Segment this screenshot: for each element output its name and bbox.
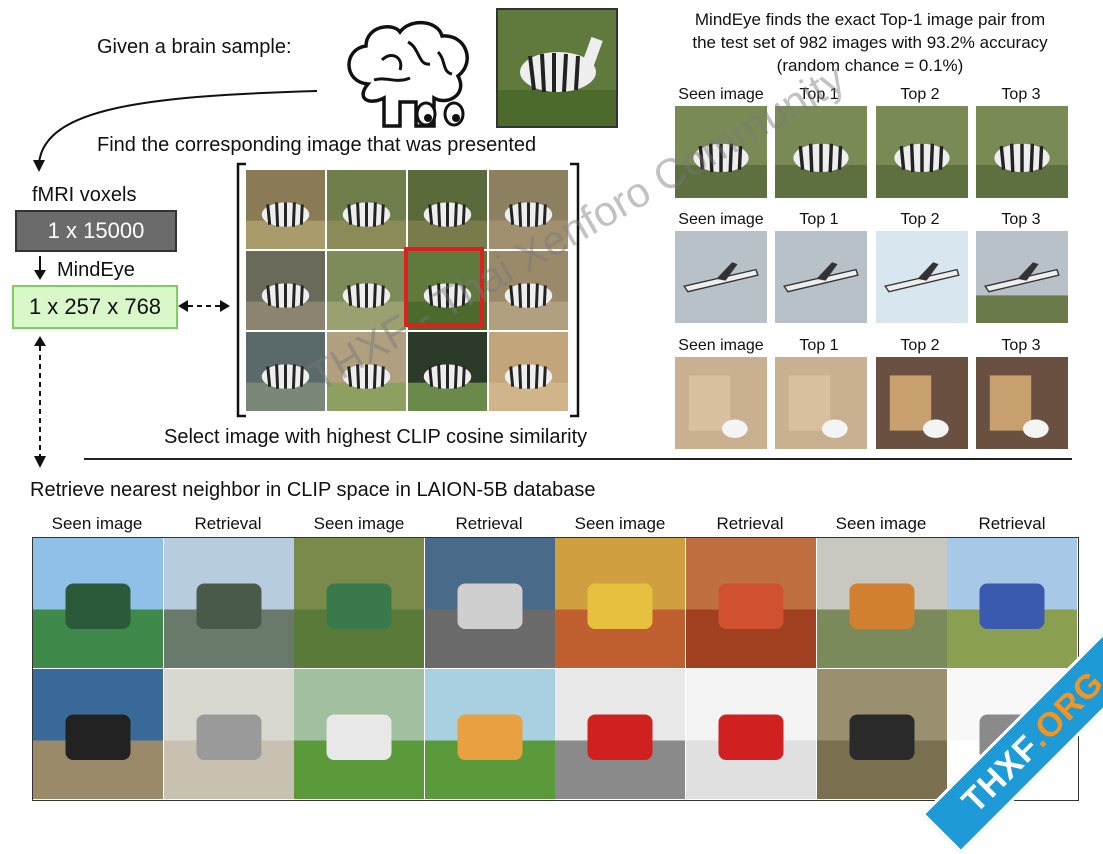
topk-image <box>775 231 867 323</box>
find-label: Find the corresponding image that was pr… <box>97 134 537 156</box>
retrieval-image <box>163 538 294 668</box>
retrieval-image <box>33 538 163 668</box>
retrieval-header: Retrieval <box>455 514 523 533</box>
candidate-image <box>489 170 568 249</box>
topk-image <box>876 231 968 323</box>
select-label: Select image with highest CLIP cosine si… <box>164 426 588 448</box>
candidate-image <box>246 251 325 330</box>
retrieval-image <box>947 538 1078 668</box>
topk-image <box>675 231 767 323</box>
topk-image <box>876 357 968 449</box>
section-divider <box>84 458 1072 460</box>
candidate-image <box>408 332 487 411</box>
retrieval-image <box>816 538 947 668</box>
candidate-image <box>246 332 325 411</box>
candidate-image <box>408 251 487 330</box>
topk-caption-line2: the test set of 982 images with 93.2% ac… <box>692 33 1048 52</box>
topk-caption-line1: MindEye finds the exact Top-1 image pair… <box>694 10 1046 29</box>
topk-image <box>876 106 968 198</box>
retrieval-image <box>424 538 555 668</box>
retrieval-header: Retrieval <box>716 514 784 533</box>
candidate-image <box>408 170 487 249</box>
embedding-shape-box: 1 x 257 x 768 <box>12 285 178 329</box>
topk-header: Top 3 <box>1001 337 1041 354</box>
candidate-image <box>327 251 406 330</box>
topk-header: Top 3 <box>1001 211 1041 228</box>
retrieval-image <box>33 669 163 799</box>
presented-image <box>496 8 618 128</box>
candidate-image <box>246 170 325 249</box>
retrieval-image <box>555 669 686 799</box>
mindeye-label: MindEye <box>57 259 135 281</box>
topk-header: Seen image <box>678 211 764 228</box>
retrieval-grid <box>32 537 1079 801</box>
compare-arrow <box>178 300 230 312</box>
retrieval-header: Retrieval <box>194 514 262 533</box>
topk-header: Top 2 <box>900 211 940 228</box>
topk-image <box>775 357 867 449</box>
retrieval-image <box>163 669 294 799</box>
topk-image <box>976 357 1068 449</box>
retrieval-image <box>294 538 425 668</box>
selected-match-highlight <box>404 247 484 327</box>
down-arrow <box>34 256 46 280</box>
topk-caption-line3: (random chance = 0.1%) <box>776 56 964 75</box>
given-label: Given a brain sample: <box>97 36 292 58</box>
retrieval-header: Seen image <box>574 514 666 533</box>
topk-header: Top 1 <box>799 211 839 228</box>
topk-image <box>976 106 1068 198</box>
topk-header: Top 1 <box>799 86 839 103</box>
candidate-image <box>489 332 568 411</box>
retrieve-arrow <box>34 336 46 468</box>
retrieval-image <box>686 538 816 668</box>
candidate-grid <box>246 170 570 411</box>
topk-header: Top 3 <box>1001 86 1041 103</box>
brain-icon <box>338 14 478 132</box>
voxels-shape-box: 1 x 15000 <box>15 210 177 252</box>
topk-header: Seen image <box>678 86 764 103</box>
retrieval-image <box>294 669 425 799</box>
retrieval-header: Seen image <box>835 514 927 533</box>
candidate-image <box>489 251 568 330</box>
topk-image <box>675 357 767 449</box>
retrieval-header: Retrieval <box>978 514 1046 533</box>
retrieve-label: Retrieve nearest neighbor in CLIP space … <box>30 479 596 501</box>
retrieval-header: Seen image <box>313 514 405 533</box>
input-arrow <box>33 90 318 172</box>
retrieval-image <box>424 669 555 799</box>
retrieval-image <box>686 669 816 799</box>
grid-brackets <box>236 162 580 418</box>
topk-header: Top 2 <box>900 86 940 103</box>
candidate-image <box>327 332 406 411</box>
topk-image <box>976 231 1068 323</box>
voxels-label: fMRI voxels <box>32 184 137 206</box>
retrieval-image <box>555 538 686 668</box>
topk-header: Top 2 <box>900 337 940 354</box>
topk-header: Seen image <box>678 337 764 354</box>
retrieval-image <box>816 669 947 799</box>
retrieval-header: Seen image <box>51 514 143 533</box>
topk-header: Top 1 <box>799 337 839 354</box>
candidate-image <box>327 170 406 249</box>
